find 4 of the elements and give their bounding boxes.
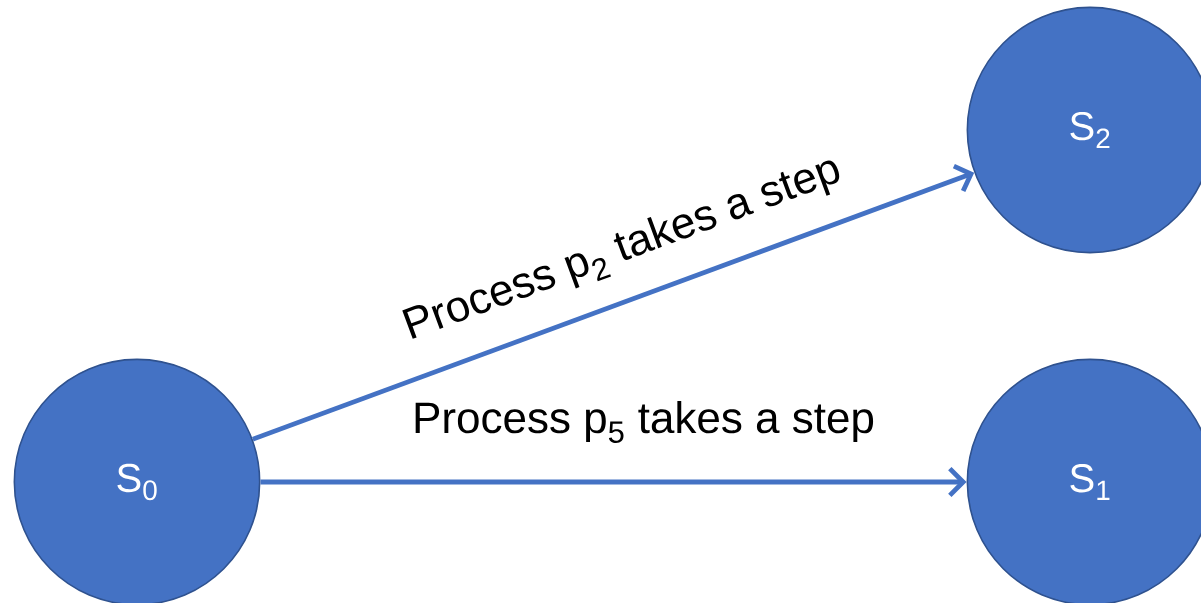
edge-label: Process p$_{5}$ takes a step (410, 399, 877, 445)
arrow (260, 466, 967, 498)
edge-label: Process p$_{2}$ takes a step (396, 148, 849, 352)
arrow (252, 163, 975, 442)
